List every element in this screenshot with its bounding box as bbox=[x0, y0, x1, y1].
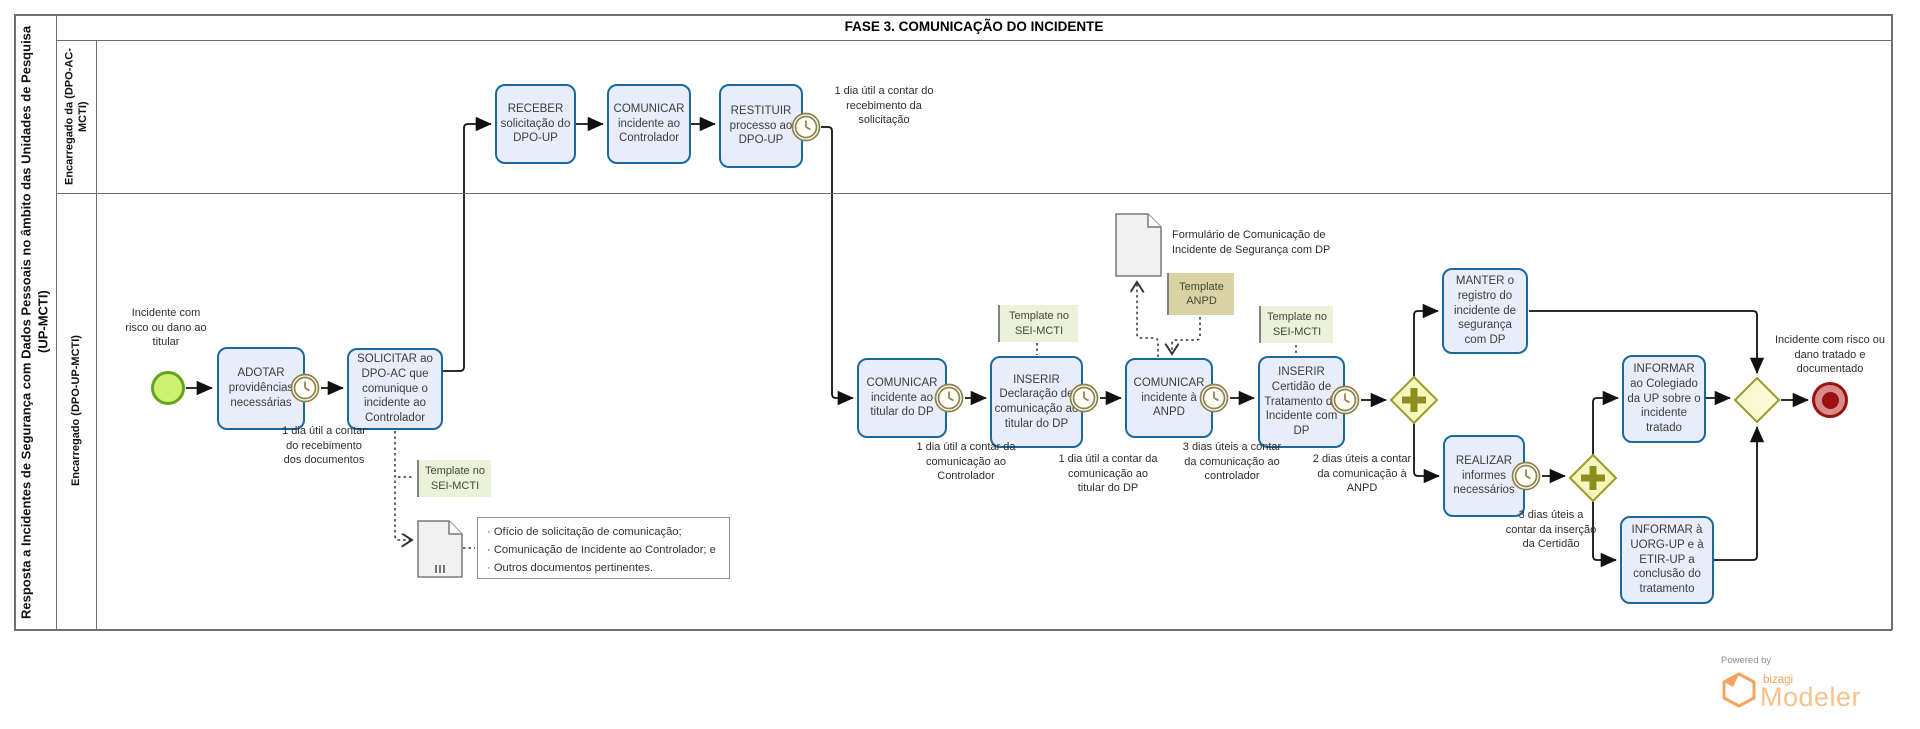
formulario-label: Formulário de Comunicação de Incidente d… bbox=[1172, 229, 1331, 256]
lane-label-dpo-up: Encarregado (DPO-UP-MCTI) bbox=[70, 335, 83, 487]
sequence-flow bbox=[1714, 426, 1765, 561]
doc-list-item: · Ofício de solicitação de comunicação; bbox=[487, 526, 682, 538]
task-comunicar-anpd[interactable]: COMUNICAR incidente à ANPD bbox=[1125, 358, 1213, 438]
annotation-template-sei-3[interactable]: Template no SEI-MCTI bbox=[1259, 306, 1333, 343]
task-solicitar-dpo-ac[interactable]: SOLICITAR ao DPO-AC que comunique o inci… bbox=[347, 348, 443, 430]
timer-label-adotar: 1 dia útil a contar do recebimento dos d… bbox=[282, 425, 366, 467]
bizagi-brand-text: bizagi bbox=[1763, 674, 1794, 686]
parallel-gateway-split[interactable] bbox=[1390, 376, 1438, 424]
annotation-template-sei-1[interactable]: Template no SEI-MCTI bbox=[417, 460, 491, 497]
data-object-documents[interactable] bbox=[417, 520, 463, 578]
timer-label-restituir: 1 dia útil a contar do recebimento da so… bbox=[834, 85, 934, 127]
association bbox=[1172, 317, 1201, 354]
timer-event-comunicar-anpd[interactable] bbox=[1199, 383, 1229, 413]
start-event[interactable] bbox=[151, 371, 185, 405]
timer-event-restituir[interactable] bbox=[791, 112, 821, 142]
title-row-separator bbox=[56, 40, 1892, 42]
timer-event-comunicar-titular[interactable] bbox=[934, 383, 964, 413]
end-event-label: Incidente com risco ou dano tratado e do… bbox=[1774, 334, 1886, 376]
exclusive-gateway-merge[interactable] bbox=[1734, 377, 1780, 423]
annotation-document-list[interactable]: · Ofício de solicitação de comunicação; … bbox=[477, 517, 730, 579]
timer-event-adotar[interactable] bbox=[290, 373, 320, 403]
start-event-label: Incidente com risco ou dano ao titular bbox=[125, 307, 207, 349]
timer-event-inserir-certidao[interactable] bbox=[1330, 385, 1360, 415]
task-informar-uorg-etir[interactable]: INFORMAR à UORG-UP e à ETIR-UP a conclus… bbox=[1620, 516, 1714, 604]
pool-border-top bbox=[14, 14, 1892, 16]
task-receber-solicitacao[interactable]: RECEBER solicitação do DPO-UP bbox=[495, 84, 576, 164]
task-adotar-providencias[interactable]: ADOTAR providências necessárias bbox=[217, 347, 305, 430]
timer-event-inserir-declaracao[interactable] bbox=[1069, 383, 1099, 413]
task-realizar-informes[interactable]: REALIZAR informes necessários bbox=[1443, 435, 1525, 517]
timer-label-inserir-declaracao: 1 dia útil a contar da comunicação ao ti… bbox=[1058, 453, 1158, 495]
task-comunicar-titular[interactable]: COMUNICAR incidente ao titular do DP bbox=[857, 358, 947, 438]
terminate-marker bbox=[1821, 391, 1839, 409]
sequence-flow bbox=[1592, 501, 1617, 568]
pool-title: Resposta a Incidentes de Segurança com D… bbox=[18, 25, 51, 619]
pool-border-left bbox=[14, 14, 16, 630]
sequence-flow bbox=[1592, 390, 1619, 455]
association bbox=[1137, 282, 1159, 357]
phase-title: FASE 3. COMUNICAÇÃO DO INCIDENTE bbox=[844, 19, 1104, 34]
doc-list-item: · Outros documentos pertinentes. bbox=[487, 562, 654, 575]
pool-label-separator bbox=[56, 14, 58, 630]
powered-by-text: Powered by bbox=[1721, 655, 1772, 666]
sequence-flow bbox=[821, 126, 854, 406]
end-terminate-event[interactable] bbox=[1812, 382, 1848, 418]
sequence-flow bbox=[443, 116, 492, 372]
task-comunicar-controlador[interactable]: COMUNICAR incidente ao Controlador bbox=[607, 84, 691, 164]
task-informar-colegiado[interactable]: INFORMAR ao Colegiado da UP sobre o inci… bbox=[1622, 355, 1706, 443]
timer-event-realizar[interactable] bbox=[1511, 461, 1541, 491]
task-manter-registro[interactable]: MANTER o registro do incidente de segura… bbox=[1442, 268, 1528, 354]
doc-list-item: · Comunicação de Incidente ao Controlado… bbox=[487, 544, 716, 557]
sequence-flow bbox=[1413, 303, 1439, 378]
lane-band-separator bbox=[96, 40, 98, 629]
annotation-template-sei-2[interactable]: Template no SEI-MCTI bbox=[998, 305, 1078, 342]
association bbox=[394, 431, 412, 540]
timer-label-comunicar-titular: 1 dia útil a contar da comunicação ao Co… bbox=[916, 441, 1016, 483]
data-object-formulario[interactable] bbox=[1115, 213, 1162, 277]
parallel-gateway-split-2[interactable] bbox=[1569, 454, 1617, 502]
lane-divider bbox=[56, 193, 1892, 195]
annotation-template-anpd[interactable]: Template ANPD bbox=[1167, 273, 1234, 315]
bizagi-logo-icon bbox=[1722, 672, 1756, 708]
task-inserir-declaracao[interactable]: INSERIR Declaração de comunicação ao tit… bbox=[990, 356, 1083, 448]
sequence-flow bbox=[1413, 422, 1440, 484]
sequence-flow bbox=[1529, 310, 1765, 374]
pool-border-right bbox=[1891, 14, 1893, 630]
timer-label-inserir-certidao: 2 dias úteis a contar da comunicação à A… bbox=[1312, 453, 1412, 495]
lane-label-dpo-ac: Encarregado da (DPO-AC-MCTI) bbox=[63, 48, 89, 185]
pool-border-bottom bbox=[14, 629, 1892, 631]
timer-label-comunicar-anpd: 3 dias úteis a contar da comunicação ao … bbox=[1182, 441, 1282, 483]
timer-label-realizar: 3 dias úteis a contar da inserção da Cer… bbox=[1505, 509, 1597, 551]
task-inserir-certidao[interactable]: INSERIR Certidão de Tratamento de Incide… bbox=[1258, 356, 1345, 448]
modeler-product-text: Modeler bbox=[1760, 682, 1862, 712]
